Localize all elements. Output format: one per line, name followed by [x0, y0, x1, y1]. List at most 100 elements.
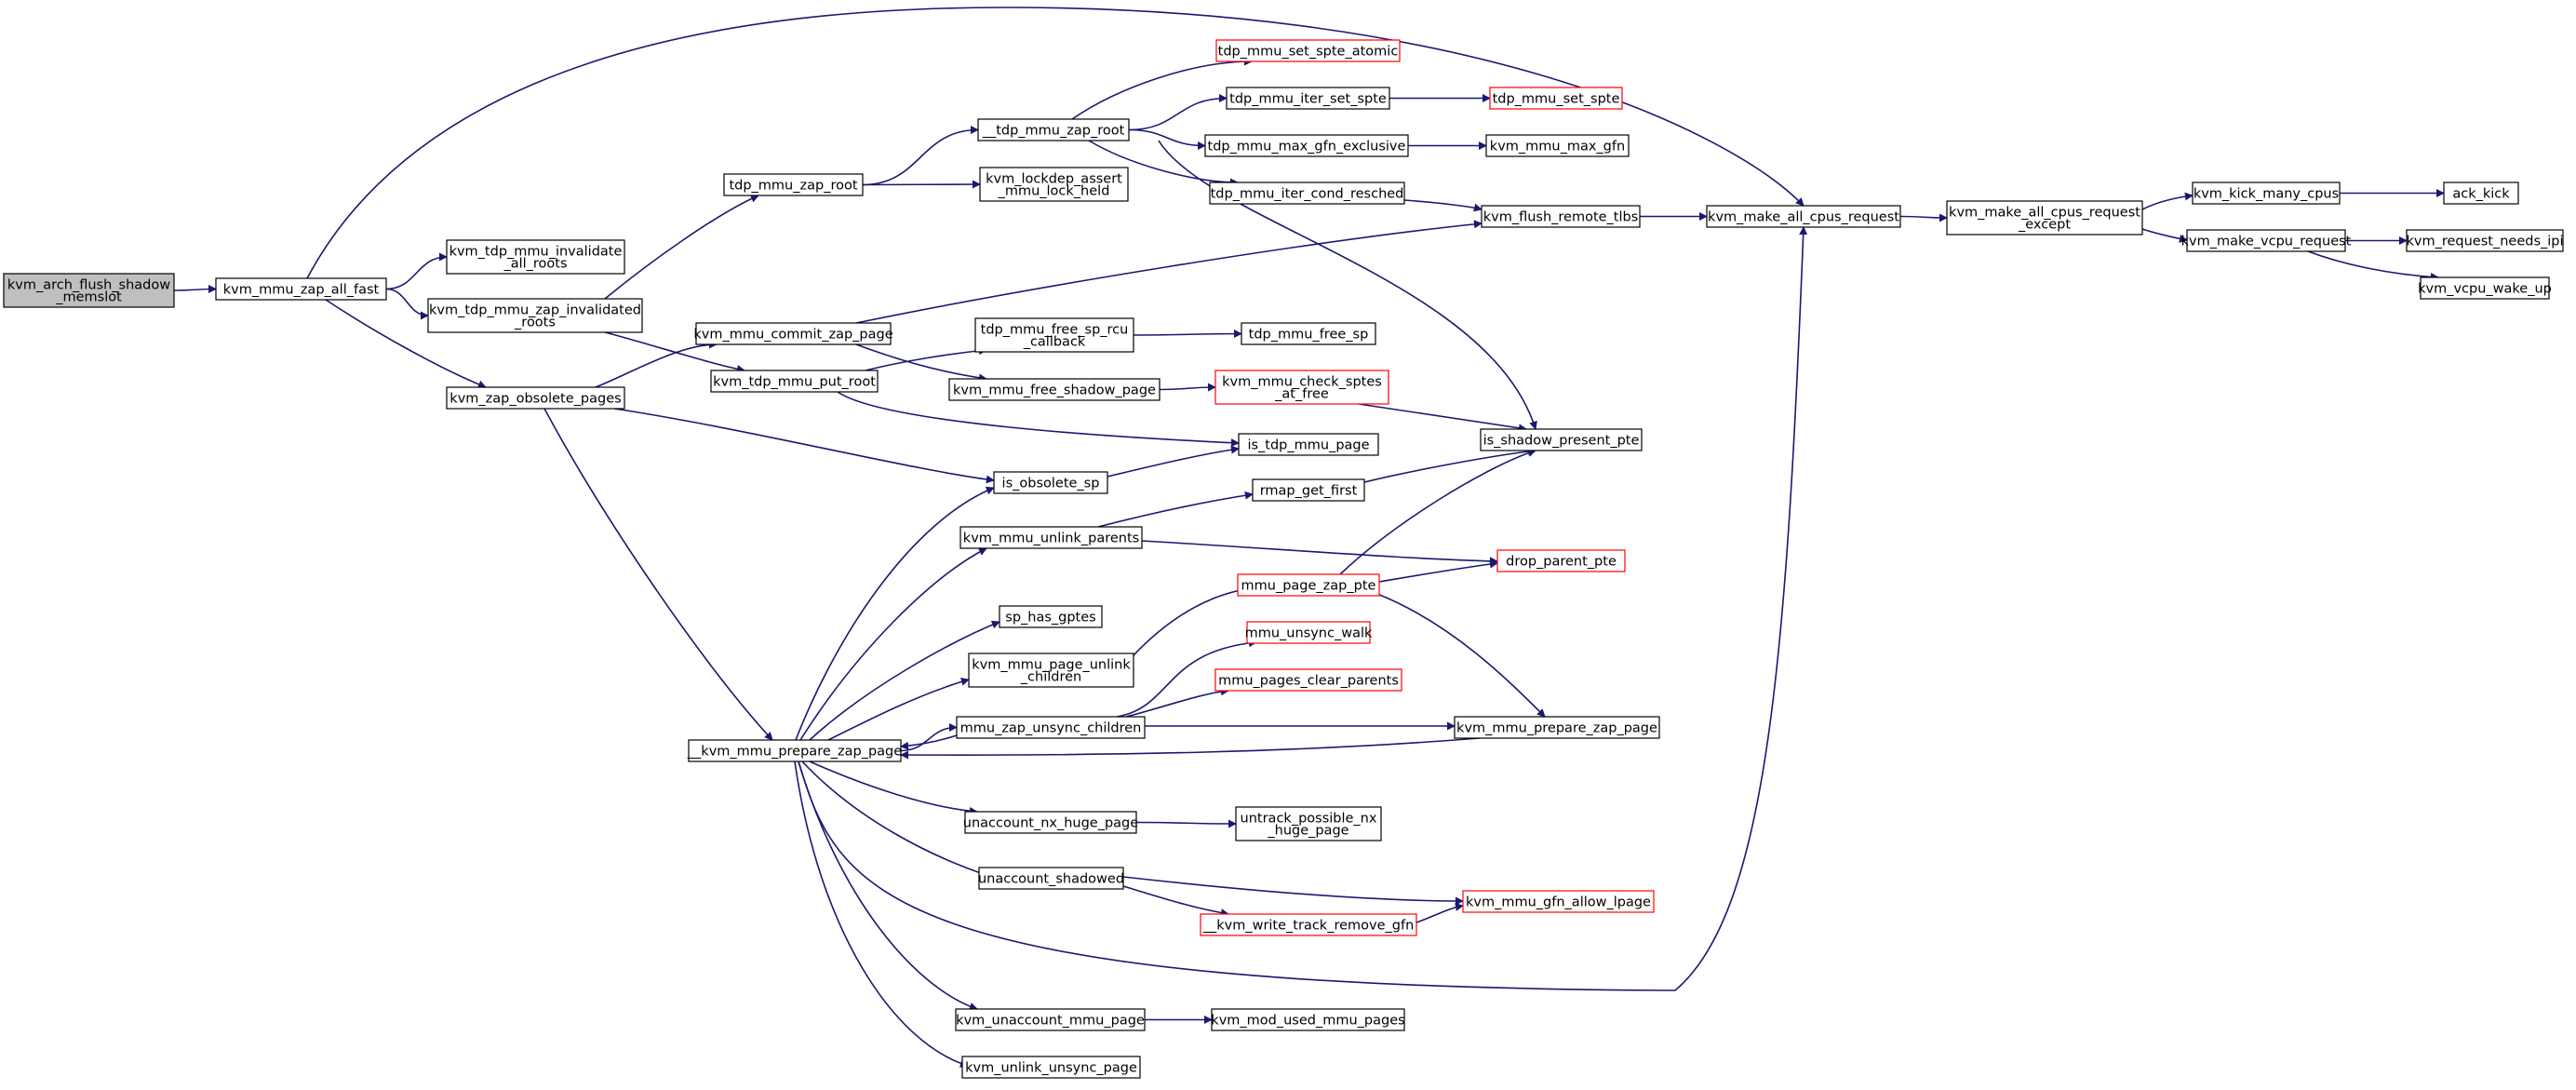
node-tdp_mmu_max_gfn_exclusive[interactable]: tdp_mmu_max_gfn_exclusive: [1204, 134, 1409, 157]
node-kvm_unaccount_mmu_page[interactable]: kvm_unaccount_mmu_page: [955, 1008, 1146, 1031]
node-tdp_mmu_set_spte[interactable]: tdp_mmu_set_spte: [1489, 87, 1623, 110]
node-kvm_mmu_max_gfn[interactable]: kvm_mmu_max_gfn: [1485, 134, 1630, 157]
node-box: [979, 167, 1129, 202]
node-kvm_zap_obsolete_pages[interactable]: kvm_zap_obsolete_pages: [446, 386, 625, 410]
node-__kvm_mmu_prepare_zap_page[interactable]: __kvm_mmu_prepare_zap_page: [687, 739, 902, 762]
edge-mmu_page_zap_pte-to-drop_parent_pte: [1378, 559, 1498, 583]
node-label: untrack_possible_nx: [1241, 812, 1377, 827]
edge-kvm_zap_obsolete_pages-to-__kvm_mmu_prepare_zap_page: [543, 408, 773, 741]
node-label: __kvm_write_track_remove_gfn: [1202, 919, 1415, 934]
node-kvm_mmu_zap_all_fast[interactable]: kvm_mmu_zap_all_fast: [215, 277, 387, 301]
node-kvm_make_all_cpus_request_except[interactable]: kvm_make_all_cpus_request_except: [1946, 200, 2143, 235]
edge-__kvm_write_track_remove_gfn-to-kvm_mmu_gfn_allow_lpage: [1415, 902, 1464, 923]
node-label: kvm_mmu_prepare_zap_page: [1456, 721, 1657, 736]
node-mmu_unsync_walk[interactable]: mmu_unsync_walk: [1245, 621, 1373, 644]
node-kvm_vcpu_wake_up[interactable]: kvm_vcpu_wake_up: [2418, 276, 2552, 300]
node-kvm_arch_flush_shadow_memslot[interactable]: kvm_arch_flush_shadow_memslot: [3, 273, 175, 308]
node-label: _children: [1020, 670, 1081, 685]
node-label: kvm_zap_obsolete_pages: [449, 392, 621, 407]
node-__kvm_write_track_remove_gfn[interactable]: __kvm_write_track_remove_gfn: [1200, 913, 1417, 936]
node-kvm_mmu_prepare_zap_page[interactable]: kvm_mmu_prepare_zap_page: [1454, 716, 1660, 739]
node-label: ack_kick: [2452, 187, 2510, 202]
edge-__kvm_mmu_prepare_zap_page-to-is_obsolete_sp: [795, 486, 995, 741]
node-tdp_mmu_iter_cond_resched[interactable]: tdp_mmu_iter_cond_resched: [1209, 182, 1405, 205]
node-ack_kick[interactable]: ack_kick: [2443, 182, 2519, 205]
edge-__kvm_mmu_prepare_zap_page-to-kvm_mmu_unlink_parents: [799, 547, 987, 741]
node-mmu_page_zap_pte[interactable]: mmu_page_zap_pte: [1237, 573, 1380, 597]
edge-layer: [173, 7, 2445, 1068]
node-label: _huge_page: [1267, 824, 1348, 839]
node-kvm_mmu_free_shadow_page[interactable]: kvm_mmu_free_shadow_page: [948, 378, 1161, 401]
node-tdp_mmu_zap_root[interactable]: tdp_mmu_zap_root: [723, 173, 864, 196]
node-unaccount_shadowed[interactable]: unaccount_shadowed: [978, 867, 1124, 890]
edge-__kvm_mmu_prepare_zap_page-to-unaccount_nx_huge_page: [809, 760, 978, 815]
node-is_shadow_present_pte[interactable]: is_shadow_present_pte: [1480, 428, 1643, 451]
node-label: kvm_unaccount_mmu_page: [956, 1014, 1145, 1029]
node-mmu_pages_clear_parents[interactable]: mmu_pages_clear_parents: [1214, 668, 1402, 692]
node-is_obsolete_sp[interactable]: is_obsolete_sp: [993, 471, 1108, 494]
node-box: [1489, 87, 1623, 110]
node-tdp_mmu_iter_set_spte[interactable]: tdp_mmu_iter_set_spte: [1226, 87, 1390, 110]
edge-kvm_tdp_mmu_zap_invalidated_roots-to-kvm_tdp_mmu_put_root: [604, 331, 745, 373]
edge-tdp_mmu_zap_root-to-__tdp_mmu_zap_root: [862, 126, 979, 186]
node-is_tdp_mmu_page[interactable]: is_tdp_mmu_page: [1238, 433, 1379, 456]
node-kvm_mmu_gfn_allow_lpage[interactable]: kvm_mmu_gfn_allow_lpage: [1462, 890, 1655, 913]
node-kvm_mmu_check_sptes_at_free[interactable]: kvm_mmu_check_sptes_at_free: [1214, 370, 1389, 405]
edge-kvm_tdp_mmu_put_root-to-is_tdp_mmu_page: [837, 391, 1240, 448]
node-__tdp_mmu_zap_root[interactable]: __tdp_mmu_zap_root: [977, 118, 1130, 141]
edge-kvm_mmu_check_sptes_at_free-to-is_shadow_present_pte: [1358, 403, 1527, 433]
node-label: rmap_get_first: [1260, 484, 1358, 499]
node-label: __kvm_mmu_prepare_zap_page: [687, 745, 902, 760]
node-mmu_zap_unsync_children[interactable]: mmu_zap_unsync_children: [956, 716, 1146, 739]
node-label: kvm_mmu_commit_zap_page: [693, 328, 892, 343]
node-kvm_mmu_page_unlink_children[interactable]: kvm_mmu_page_unlink_children: [968, 653, 1134, 688]
node-tdp_mmu_set_spte_atomic[interactable]: tdp_mmu_set_spte_atomic: [1215, 39, 1401, 62]
node-tdp_mmu_free_sp[interactable]: tdp_mmu_free_sp: [1241, 322, 1376, 345]
edge-kvm_make_all_cpus_request-to-kvm_make_all_cpus_request_except: [1899, 213, 1948, 222]
node-box: [1454, 716, 1660, 739]
node-label: tdp_mmu_iter_set_spte: [1229, 92, 1387, 107]
node-kvm_mmu_commit_zap_page[interactable]: kvm_mmu_commit_zap_page: [693, 322, 893, 345]
node-label: kvm_tdp_mmu_put_root: [713, 375, 876, 390]
node-kvm_make_all_cpus_request[interactable]: kvm_make_all_cpus_request: [1706, 205, 1901, 228]
node-box: [993, 471, 1108, 494]
node-box: [948, 378, 1161, 401]
edge-kvm_make_vcpu_request-to-kvm_vcpu_wake_up: [2307, 250, 2439, 282]
node-sp_has_gptes[interactable]: sp_has_gptes: [999, 605, 1103, 628]
edge-mmu_zap_unsync_children-to-__kvm_mmu_prepare_zap_page: [900, 734, 958, 750]
node-tdp_mmu_free_sp_rcu_callback[interactable]: tdp_mmu_free_sp_rcu_callback: [974, 317, 1134, 353]
node-kvm_tdp_mmu_put_root[interactable]: kvm_tdp_mmu_put_root: [710, 370, 879, 393]
node-unaccount_nx_huge_page[interactable]: unaccount_nx_huge_page: [963, 811, 1138, 834]
node-box: [688, 739, 902, 762]
node-label: kvm_mmu_max_gfn: [1490, 140, 1625, 155]
node-untrack_possible_nx_huge_page[interactable]: untrack_possible_nx_huge_page: [1235, 806, 1382, 841]
node-kvm_tdp_mmu_invalidate_all_roots[interactable]: kvm_tdp_mmu_invalidate_all_roots: [446, 239, 625, 275]
node-rmap_get_first[interactable]: rmap_get_first: [1252, 478, 1365, 502]
node-box: [2443, 182, 2519, 205]
node-label: _callback: [1023, 335, 1086, 350]
edge-__tdp_mmu_zap_root-to-tdp_mmu_max_gfn_exclusive: [1128, 128, 1206, 150]
node-kvm_mmu_unlink_parents[interactable]: kvm_mmu_unlink_parents: [959, 526, 1143, 549]
node-box: [1214, 668, 1402, 692]
node-label: is_obsolete_sp: [1002, 477, 1100, 491]
node-drop_parent_pte[interactable]: drop_parent_pte: [1496, 549, 1626, 572]
node-kvm_lockdep_assert_mmu_lock_held[interactable]: kvm_lockdep_assert_mmu_lock_held: [979, 167, 1129, 202]
node-label: tdp_mmu_free_sp_rcu: [981, 323, 1129, 338]
node-box: [446, 239, 625, 275]
node-label: kvm_request_needs_ipi: [2406, 235, 2563, 249]
node-box: [1946, 200, 2143, 235]
node-kvm_make_vcpu_request[interactable]: kvm_make_vcpu_request: [2181, 229, 2352, 252]
node-label: mmu_unsync_walk: [1245, 626, 1373, 641]
node-kvm_kick_many_cpus[interactable]: kvm_kick_many_cpus: [2192, 182, 2341, 205]
edge-__tdp_mmu_zap_root-to-is_shadow_present_pte: [1158, 140, 1537, 430]
node-kvm_request_needs_ipi[interactable]: kvm_request_needs_ipi: [2406, 229, 2564, 252]
node-label: tdp_mmu_set_spte: [1493, 92, 1620, 107]
node-box: [1480, 428, 1643, 451]
node-layer: kvm_arch_flush_shadow_memslot kvm_mmu_zap…: [3, 39, 2564, 1079]
node-label: _mmu_lock_held: [998, 184, 1110, 199]
edge-__kvm_mmu_prepare_zap_page-to-kvm_make_all_cpus_request: [798, 226, 1808, 991]
node-kvm_unlink_unsync_page[interactable]: kvm_unlink_unsync_page: [961, 1056, 1141, 1079]
node-kvm_mod_used_mmu_pages[interactable]: kvm_mod_used_mmu_pages: [1211, 1008, 1405, 1031]
node-kvm_tdp_mmu_zap_invalidated_roots[interactable]: kvm_tdp_mmu_zap_invalidated_roots: [427, 298, 643, 333]
node-kvm_flush_remote_tlbs[interactable]: kvm_flush_remote_tlbs: [1481, 205, 1641, 228]
